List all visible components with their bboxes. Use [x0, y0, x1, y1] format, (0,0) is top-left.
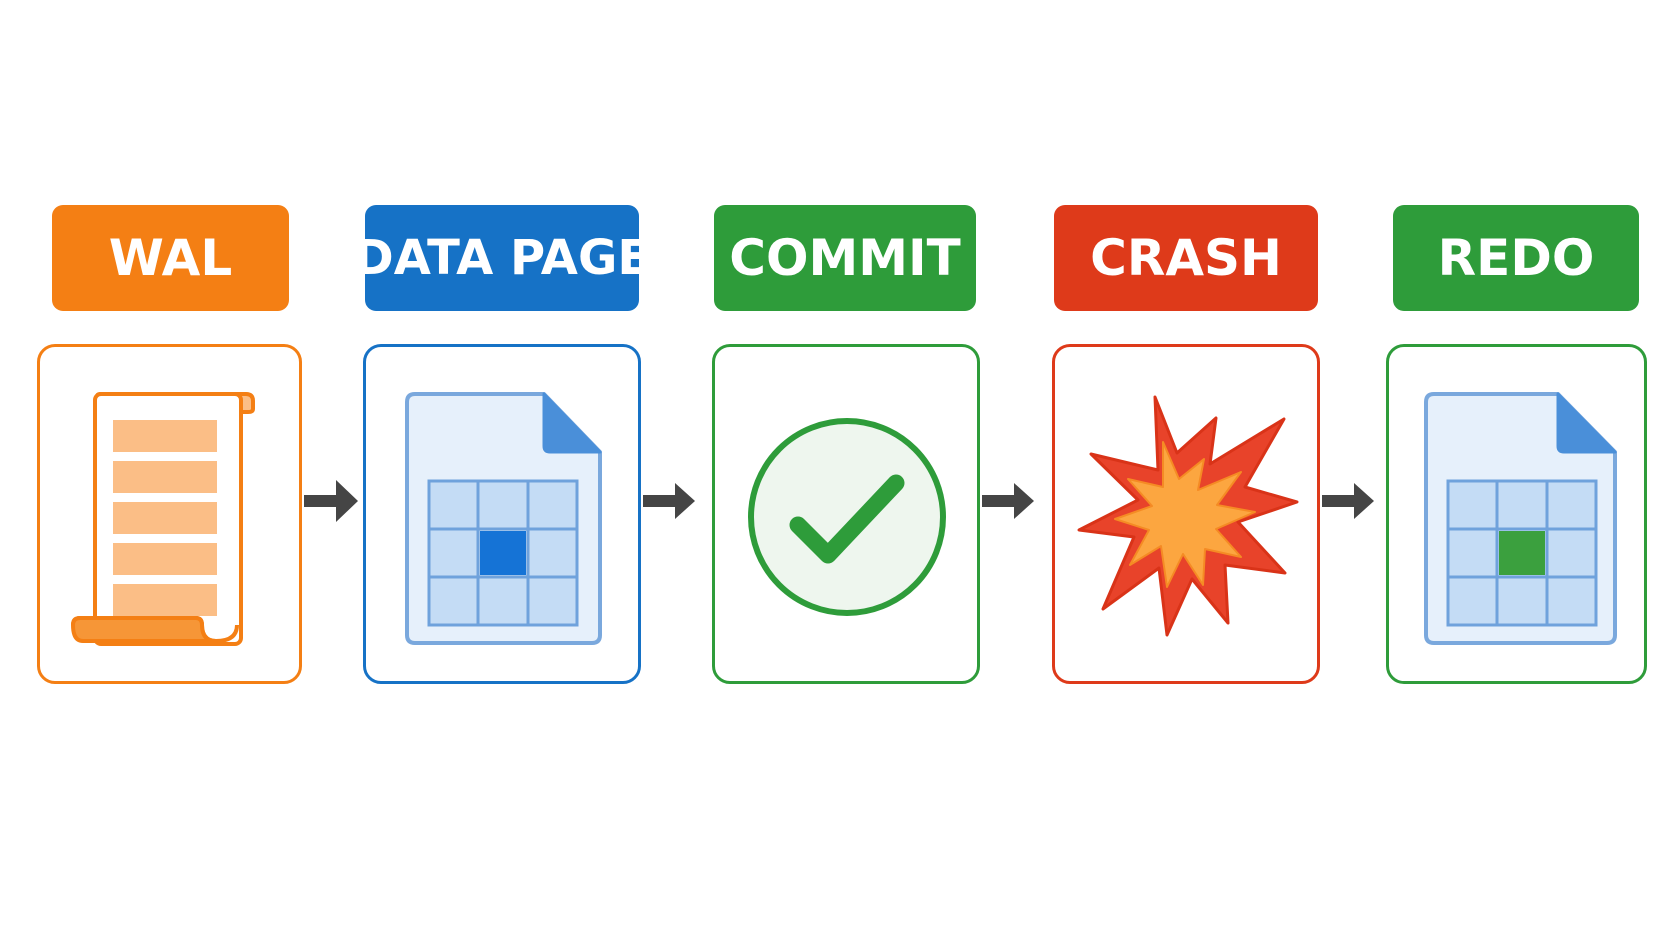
wal-entry: [113, 584, 217, 616]
step-label-crash: CRASH: [1054, 205, 1318, 311]
arrow-right-icon: [304, 480, 358, 522]
step-label-commit: COMMIT: [714, 205, 976, 311]
wal-panel: [37, 344, 302, 684]
redo-panel: [1386, 344, 1647, 684]
data-page-icon: [1424, 392, 1617, 645]
wal-entry: [113, 461, 217, 493]
recovered-cell: [1499, 531, 1545, 575]
wal-entry: [113, 420, 217, 452]
step-label-wal: WAL: [52, 205, 289, 311]
arrow-right-icon: [643, 483, 695, 519]
arrow-right-icon: [1322, 483, 1374, 519]
modified-cell: [480, 531, 526, 575]
data-page-icon: [405, 392, 602, 645]
crash-panel: [1052, 344, 1320, 684]
data-page-panel: [363, 344, 641, 684]
log-scroll-icon: [71, 392, 255, 646]
step-label-data-page: DATA PAGE: [354, 205, 650, 311]
checkmark-circle-icon: [748, 418, 946, 616]
commit-panel: [712, 344, 980, 684]
wal-entry: [113, 502, 217, 534]
wal-entry: [113, 543, 217, 575]
explosion-icon: [1077, 395, 1299, 637]
arrow-right-icon: [982, 483, 1034, 519]
step-label-redo: REDO: [1393, 205, 1639, 311]
